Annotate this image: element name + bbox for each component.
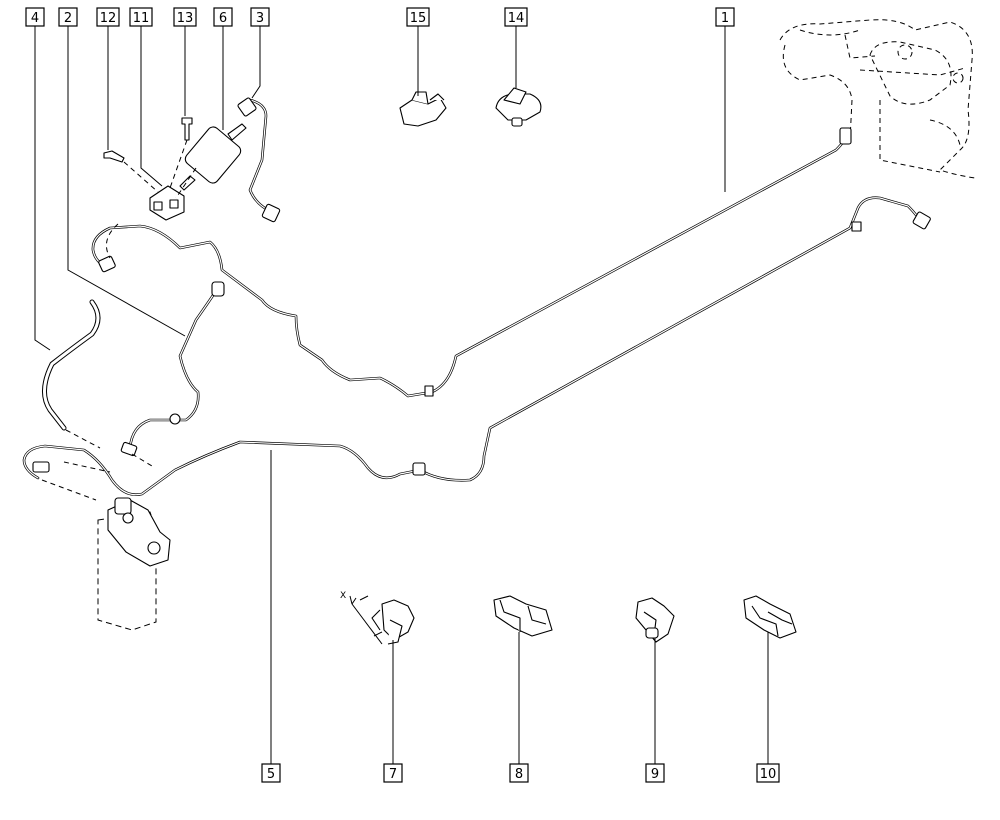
pipe-5 — [22, 196, 931, 496]
leader-lines — [34, 22, 769, 764]
pipe-1-filter-connector — [98, 255, 116, 273]
pipe-1-engine-connector — [839, 127, 852, 145]
callout-9-label: 9 — [651, 767, 659, 782]
charcoal-canister — [97, 497, 171, 631]
callout-9: 9 — [645, 763, 665, 783]
callout-4-label: 4 — [31, 11, 39, 26]
screw-13 — [181, 117, 193, 141]
fuel-filter — [179, 123, 247, 191]
callout-11-label: 11 — [133, 11, 150, 26]
callout-8: 8 — [509, 763, 529, 783]
filter-bracket — [149, 185, 185, 221]
callout-2: 2 — [58, 7, 78, 27]
pipe-5-clip — [412, 462, 426, 476]
clip-9 — [635, 597, 675, 643]
callout-3-label: 3 — [256, 11, 264, 26]
pipe-3 — [237, 97, 281, 223]
callout-15-label: 15 — [410, 11, 427, 26]
callout-14: 14 — [504, 7, 528, 27]
callout-2-label: 2 — [64, 11, 72, 26]
callout-4: 4 — [25, 7, 45, 27]
callout-13-label: 13 — [177, 11, 194, 26]
pipe-1 — [91, 127, 852, 398]
callout-7-label: 7 — [389, 767, 397, 782]
pipe-5-canister-connector — [32, 461, 50, 473]
callout-1-label: 1 — [721, 11, 729, 26]
engine-area-outline — [779, 19, 976, 179]
clip-7 — [371, 599, 415, 645]
bolt-12 — [103, 150, 125, 163]
callout-1: 1 — [715, 7, 735, 27]
callout-10-label: 10 — [760, 767, 777, 782]
pipe-2 — [120, 281, 225, 457]
callout-8-label: 8 — [515, 767, 523, 782]
callout-10: 10 — [756, 763, 780, 783]
hose-4 — [42, 299, 101, 431]
callout-5-label: 5 — [267, 767, 275, 782]
callout-7: 7 — [383, 763, 403, 783]
clip-8 — [493, 595, 553, 637]
callout-12-label: 12 — [100, 11, 117, 26]
clip-15 — [399, 91, 447, 127]
callout-14-label: 14 — [508, 11, 525, 26]
dimension-x-label: X — [340, 591, 346, 601]
callout-12: 12 — [96, 7, 120, 27]
callout-15: 15 — [406, 7, 430, 27]
callout-5: 5 — [261, 763, 281, 783]
pipe-5-engine-connector — [912, 211, 931, 230]
callout-13: 13 — [173, 7, 197, 27]
callout-3: 3 — [250, 7, 270, 27]
callout-6: 6 — [213, 7, 233, 27]
clip-10 — [743, 595, 797, 639]
callout-6-label: 6 — [219, 11, 227, 26]
dimension-x: X — [340, 591, 383, 645]
clip-14 — [495, 87, 542, 127]
callout-11: 11 — [129, 7, 153, 27]
